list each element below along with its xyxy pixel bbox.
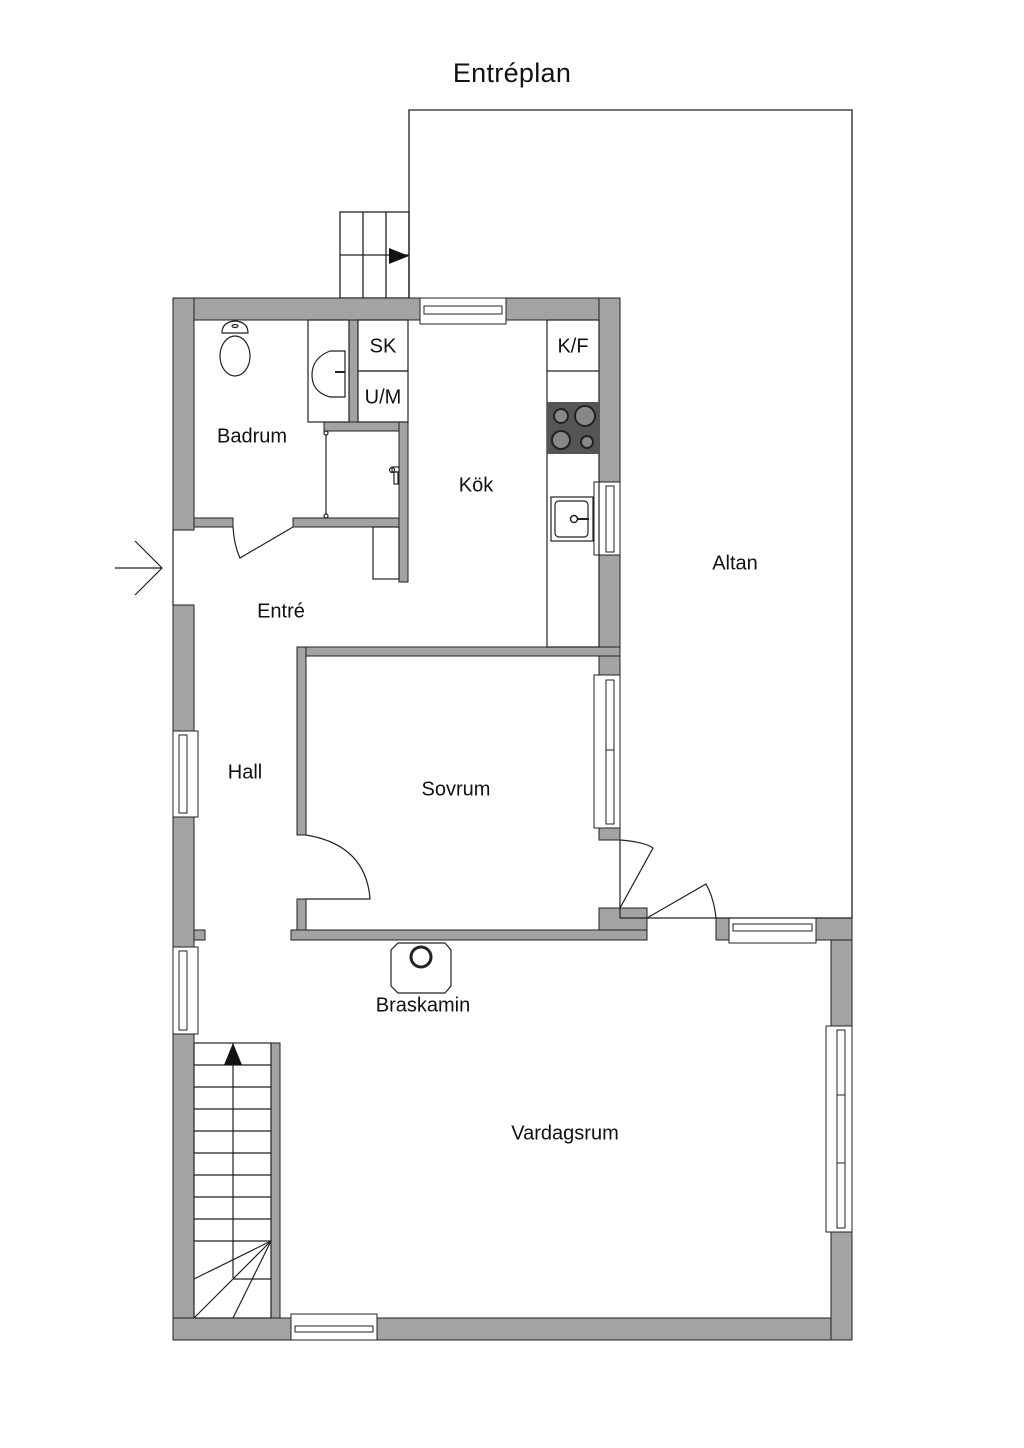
entrance-arrow-icon <box>115 540 163 596</box>
fixture-label-um: U/M <box>364 386 402 409</box>
bathroom-sink-icon <box>311 350 346 398</box>
entry-closet <box>372 526 400 580</box>
fixture-label-sk: SK <box>369 335 397 358</box>
stairs-arrow-icon <box>224 1043 242 1065</box>
room-label-sovrum: Sovrum <box>421 778 491 801</box>
stove-icon <box>547 402 599 454</box>
bathroom-vanity <box>307 319 350 423</box>
page-title: Entréplan <box>452 58 572 88</box>
room-label-entre: Entré <box>257 600 305 623</box>
room-label-badrum: Badrum <box>216 425 288 448</box>
walls <box>172 297 853 1341</box>
bathroom-door <box>232 526 294 559</box>
kitchen-counter <box>546 319 600 648</box>
altan-door-upper <box>619 839 654 909</box>
windows <box>172 297 853 1341</box>
altan-door-lower <box>646 883 717 919</box>
toilet-icon <box>219 320 251 377</box>
shower-head-icon <box>388 466 400 485</box>
altan-outline <box>408 109 853 918</box>
room-label-kok: Kök <box>458 474 494 497</box>
kitchen-faucet-icon <box>569 514 589 524</box>
fixture-label-kf: K/F <box>557 335 589 358</box>
um-cabinet <box>357 370 409 423</box>
outer-stairs-arrow-icon <box>389 248 409 264</box>
room-label-vardagsrum: Vardagsrum <box>511 1122 619 1145</box>
fireplace-icon <box>390 942 452 994</box>
bedroom-door <box>305 834 371 900</box>
kitchen-sink-icon <box>550 496 594 542</box>
room-label-braskamin: Braskamin <box>375 994 471 1017</box>
room-label-altan: Altan <box>712 552 758 575</box>
inner-stairs <box>193 1042 272 1319</box>
room-label-hall: Hall <box>227 761 263 784</box>
